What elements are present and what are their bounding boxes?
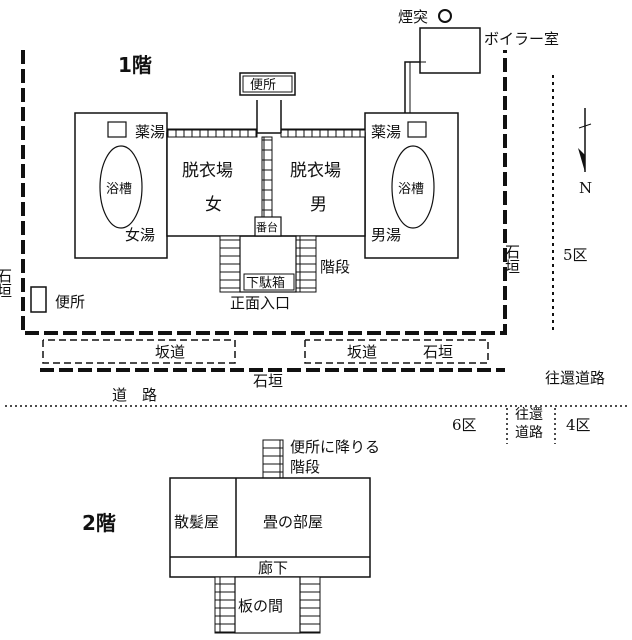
shoe-box-label: 下駄箱: [246, 275, 285, 291]
boiler-pipe-inner: [409, 61, 426, 113]
stairs-to-toilet-line1: 便所に降りる: [290, 438, 380, 456]
dressing-left-label: 脱衣場: [182, 161, 233, 181]
slope-left-label: 坂道: [155, 343, 185, 361]
north-label: N: [579, 179, 592, 197]
ishigaki-left-label: 石垣: [0, 268, 13, 298]
tatami-room-label: 畳の部屋: [263, 513, 323, 531]
ishigaki-slope-label: 石垣: [423, 343, 453, 361]
floor1-heading: 1階: [118, 53, 152, 77]
barber-label: 散髪屋: [174, 513, 219, 531]
entrance-hall: [239, 235, 297, 293]
slope-right: [304, 339, 489, 364]
chimney-label: 煙突: [398, 8, 428, 26]
yokuso-right-label: 浴槽: [398, 182, 424, 197]
two-way-road-short: 往還道路: [515, 407, 543, 441]
yakuyu-left-label: 薬湯: [135, 123, 165, 141]
locker-row-right: [280, 128, 366, 138]
corridor-label: 廊下: [258, 559, 288, 577]
stairs-to-toilet: [262, 439, 284, 479]
entrance-label: 正面入口: [230, 294, 290, 312]
slope-right-label: 坂道: [347, 343, 377, 361]
shoe-box: [243, 273, 295, 291]
district-5-label: 5区: [563, 246, 588, 264]
north-arrow-icon: [578, 108, 592, 172]
upper-floor-outline: [169, 477, 371, 578]
yokuso-left-label: 浴槽: [106, 182, 132, 197]
men-label: 男: [310, 195, 327, 215]
district-6-label: 6区: [452, 416, 477, 434]
toilet-left: [30, 286, 47, 313]
women-bath-label: 女湯: [125, 226, 155, 244]
stairs-label: 階段: [320, 258, 350, 276]
toilet-top-label: 便所: [250, 78, 276, 93]
ishigaki-right-label: 石垣: [503, 244, 521, 274]
chimney-icon: [438, 9, 452, 23]
district-4-label: 4区: [566, 416, 591, 434]
womens-yokuso-tub: [99, 145, 143, 229]
center-partition-lockers: [261, 136, 273, 218]
wood-floor-stairs-left: [214, 576, 236, 634]
entrance-stairs-left: [219, 235, 241, 293]
mens-yokuso-tub: [391, 145, 435, 229]
toilet-top-inner: [242, 75, 293, 93]
dressing-right-label: 脱衣場: [290, 161, 341, 181]
road-label: 道 路: [112, 386, 157, 404]
ishigaki-bottom-label: 石垣: [253, 372, 283, 390]
bandai-label: 番台: [256, 220, 278, 234]
boiler-pipe: [404, 61, 420, 113]
toilet-left-label: 便所: [55, 293, 85, 311]
womens-yakuyu-tub: [107, 121, 127, 138]
wood-floor-stairs-right: [299, 576, 321, 634]
floor2-heading: 2階: [82, 511, 116, 535]
two-way-road-label: 往還道路: [545, 369, 605, 387]
wood-floor-label: 板の間: [238, 597, 283, 615]
women-label: 女: [205, 195, 222, 215]
outer-stone-wall: [21, 50, 507, 335]
boiler-room-label: ボイラー室: [484, 30, 559, 48]
slope-left: [42, 339, 236, 364]
men-bath-label: 男湯: [371, 226, 401, 244]
wood-floor-room: [234, 576, 301, 634]
yakuyu-right-label: 薬湯: [371, 123, 401, 141]
mens-yakuyu-tub: [407, 121, 427, 138]
stairs-to-toilet-line2: 階段: [290, 458, 320, 476]
boiler-room: [419, 27, 481, 74]
locker-row-left: [166, 128, 258, 138]
entrance-stairs-right: [295, 235, 317, 293]
toilet-top: [239, 72, 296, 96]
